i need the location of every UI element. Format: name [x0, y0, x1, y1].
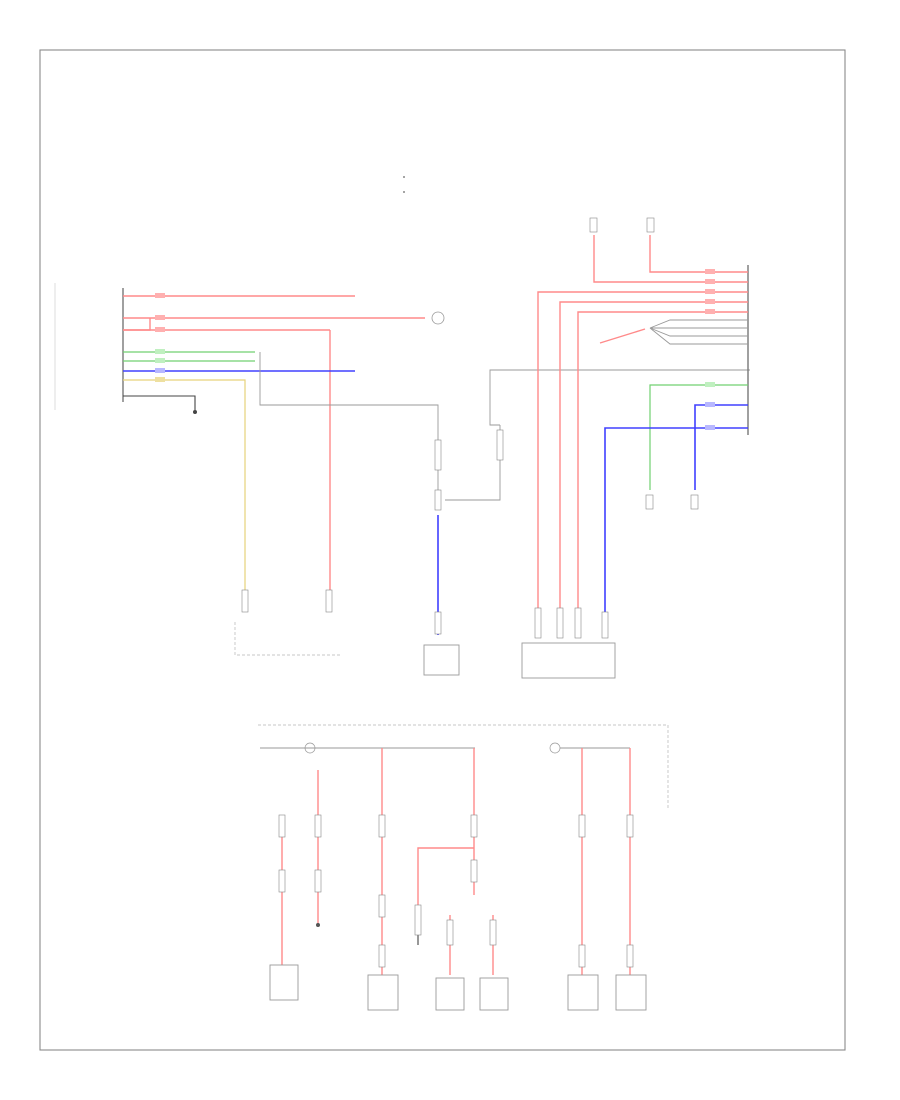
- mid-box: [423, 644, 460, 676]
- right-bottom-box: [521, 642, 616, 679]
- left-wires: [123, 293, 445, 605]
- diagram-frame: [39, 49, 846, 1051]
- ground-icon: [193, 410, 197, 414]
- dash-module: [234, 589, 340, 656]
- right-box: [521, 607, 616, 679]
- right-feeds: [537, 217, 748, 612]
- legend: [403, 176, 405, 193]
- left-components: [193, 410, 197, 414]
- lower-section: [258, 724, 669, 1011]
- middle-wires: [423, 369, 750, 676]
- left-module: [54, 283, 124, 410]
